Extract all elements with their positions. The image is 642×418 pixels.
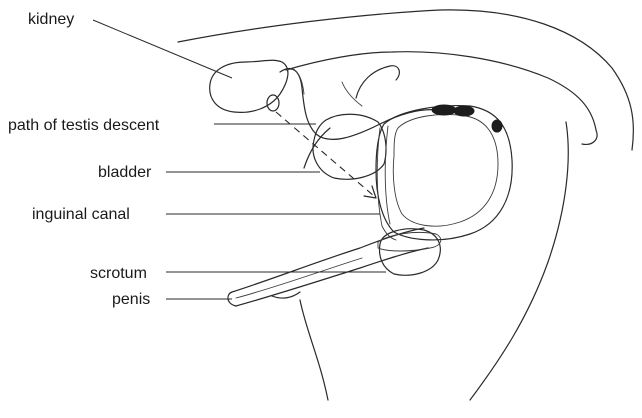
hip-outline [356,66,399,98]
testis-descent-path [276,112,376,198]
penis-upper [232,228,424,292]
kidney-shape [210,60,288,112]
spine-outline [286,52,597,145]
scrotum-top-oval [378,232,441,251]
back-outline [178,10,633,150]
bladder-shape [313,114,386,179]
skin-fold [342,82,362,106]
descent-dashed-line [276,112,374,196]
front-body-outline [304,128,330,168]
leader-kidney [93,20,232,78]
penis [228,228,428,306]
body-outline [178,10,633,400]
loop-inner [393,115,498,227]
label-bladder: bladder [98,164,152,181]
bladder [313,114,386,179]
label-path-of-testis-descent: path of testis descent [8,117,160,134]
dark-mass-1 [432,105,456,115]
label-kidney: kidney [28,11,74,28]
labels: kidney path of testis descent bladder in… [8,11,160,308]
dark-mass-2 [454,106,474,116]
label-penis: penis [112,291,150,308]
testis-original-position [267,95,279,111]
label-scrotum: scrotum [90,265,147,282]
prepuce [272,292,300,298]
kidney [210,60,288,112]
vas-deferens-inner [286,69,304,94]
front-leg-outline [300,300,328,400]
back-leg-outline [470,122,568,400]
dark-mass-3 [492,120,502,132]
pelvic-loop [376,105,512,240]
penis-lower [236,248,428,306]
label-inguinal-canal: inguinal canal [32,206,130,223]
